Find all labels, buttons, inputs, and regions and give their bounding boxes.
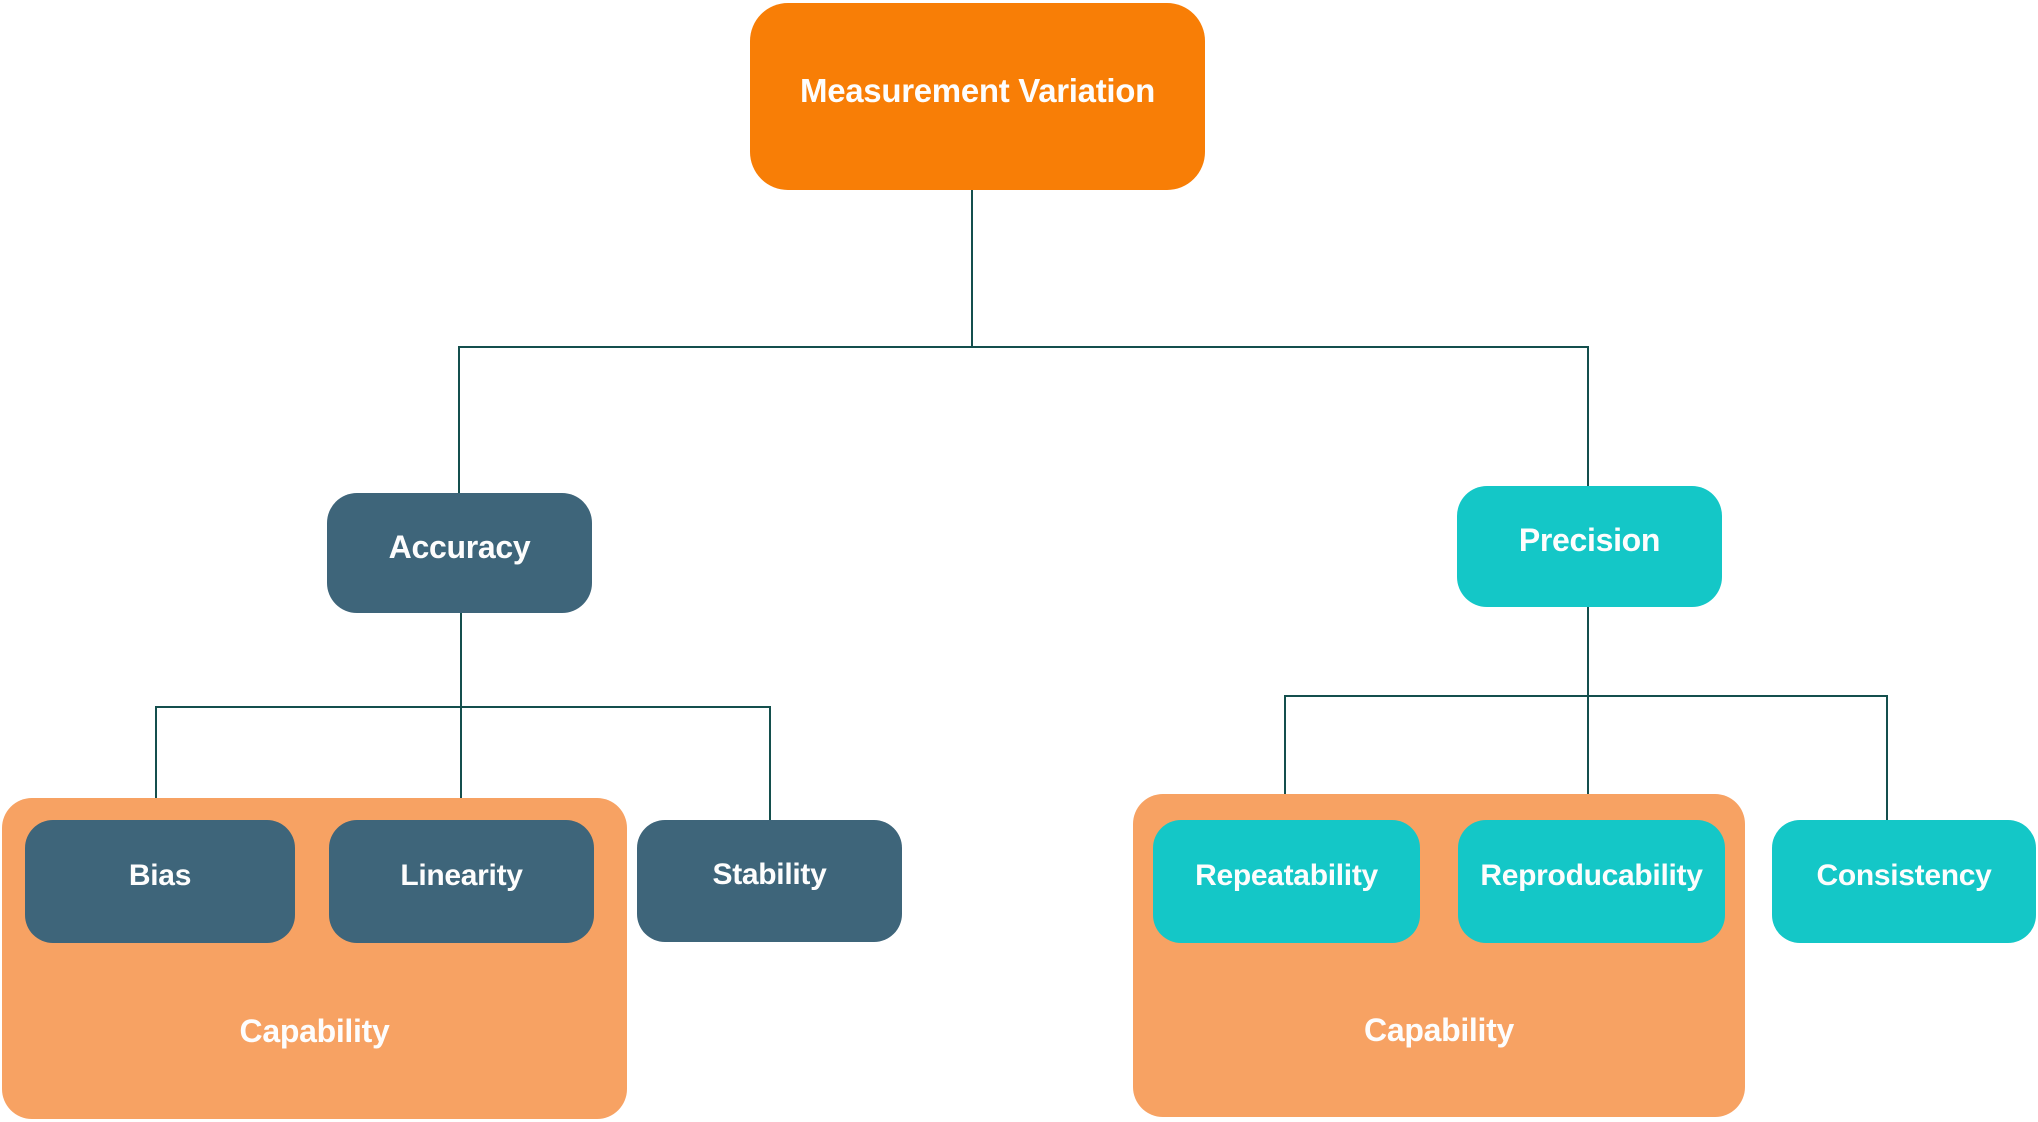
connector-precision-to-bus	[1587, 607, 1589, 696]
node-consistency: Consistency	[1772, 820, 2036, 943]
connector-consistency-stub	[1886, 695, 1888, 820]
node-bias-label: Bias	[128, 858, 192, 892]
connector-precision-drop	[1587, 346, 1589, 486]
node-measurement-variation: Measurement Variation	[750, 3, 1205, 190]
connector-left-bus	[155, 706, 771, 708]
connector-accuracy-drop	[458, 346, 460, 493]
group-capability-right-label: Capability	[1364, 1011, 1514, 1048]
connector-main-bus	[458, 346, 1589, 348]
node-stability-label: Stability	[712, 858, 827, 891]
node-repeatability: Repeatability	[1153, 820, 1420, 943]
node-repeatability-label: Repeatability	[1195, 858, 1378, 892]
connector-bias-stub	[155, 706, 157, 798]
connector-linearity-stub	[460, 706, 462, 798]
connector-right-bus	[1284, 695, 1888, 697]
connector-stability-stub	[769, 706, 771, 820]
node-precision-label: Precision	[1518, 522, 1661, 558]
node-reproducability-label: Reproducability	[1480, 858, 1703, 892]
node-stability: Stability	[637, 820, 902, 942]
node-precision: Precision	[1457, 486, 1722, 607]
node-bias: Bias	[25, 820, 295, 943]
node-consistency-label: Consistency	[1816, 858, 1992, 892]
node-linearity: Linearity	[329, 820, 594, 943]
node-accuracy-label: Accuracy	[388, 528, 531, 565]
node-reproducability: Reproducability	[1458, 820, 1725, 943]
connector-accuracy-to-bus	[460, 613, 462, 707]
group-capability-left-label: Capability	[239, 1012, 390, 1049]
node-linearity-label: Linearity	[400, 858, 523, 892]
connector-root-drop	[971, 190, 973, 347]
connector-reproducability-stub	[1587, 695, 1589, 794]
node-accuracy: Accuracy	[327, 493, 592, 613]
node-measurement-variation-label: Measurement Variation	[800, 71, 1155, 109]
connector-repeatability-stub	[1284, 695, 1286, 794]
